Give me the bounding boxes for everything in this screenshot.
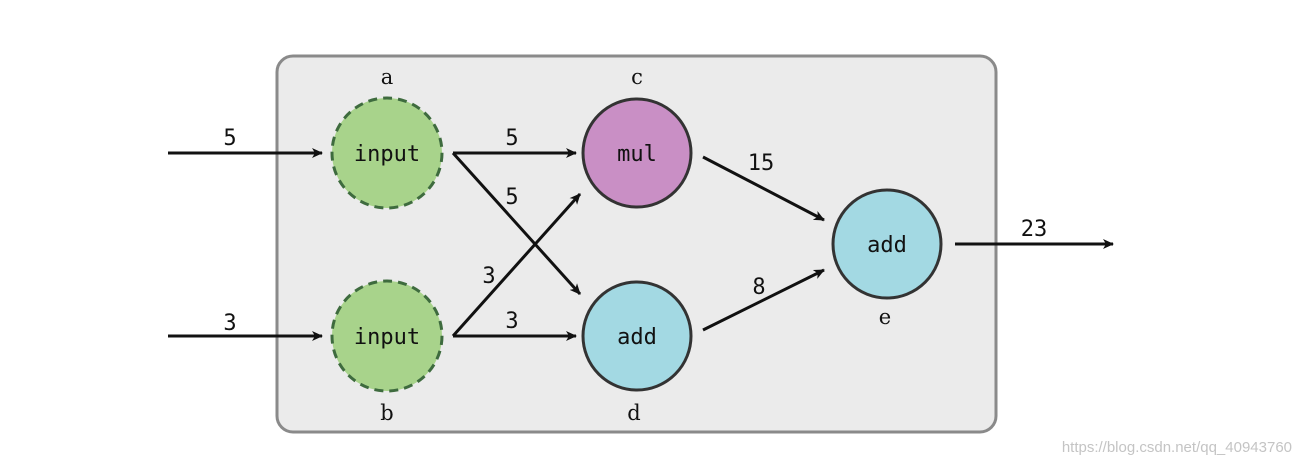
edge-d-e <box>702 268 825 332</box>
edge-label-input-a: 5 <box>223 126 236 151</box>
node-e-name: e <box>879 305 891 329</box>
node-c-name: c <box>631 65 643 89</box>
node-a-op: input <box>354 142 420 167</box>
edge-label-d-e: 8 <box>752 275 765 300</box>
edge-label-input-b: 3 <box>223 311 236 336</box>
edge-label-a-c: 5 <box>505 126 518 151</box>
edge-label-c-e: 15 <box>748 151 775 176</box>
node-d: add <box>581 280 693 392</box>
node-e-op: add <box>867 233 907 258</box>
node-d-name: d <box>627 401 640 425</box>
node-b: input <box>330 279 444 393</box>
node-c: mul <box>581 97 693 209</box>
node-d-op: add <box>617 325 657 350</box>
edge-c-e <box>702 155 825 222</box>
edge-label-b-d: 3 <box>505 309 518 334</box>
node-b-name: b <box>380 401 393 425</box>
watermark-text: https://blog.csdn.net/qq_40943760 <box>1062 439 1292 456</box>
node-b-op: input <box>354 325 420 350</box>
edge-label-a-d: 5 <box>505 185 518 210</box>
edge-b-c <box>451 193 582 337</box>
edge-label-b-c: 3 <box>482 264 495 289</box>
node-a: input <box>330 96 444 210</box>
edge-label-output-e: 23 <box>1021 217 1048 242</box>
node-c-op: mul <box>617 142 657 167</box>
edge-a-d <box>451 151 582 296</box>
node-e: add <box>831 188 943 300</box>
node-a-name: a <box>381 65 394 89</box>
